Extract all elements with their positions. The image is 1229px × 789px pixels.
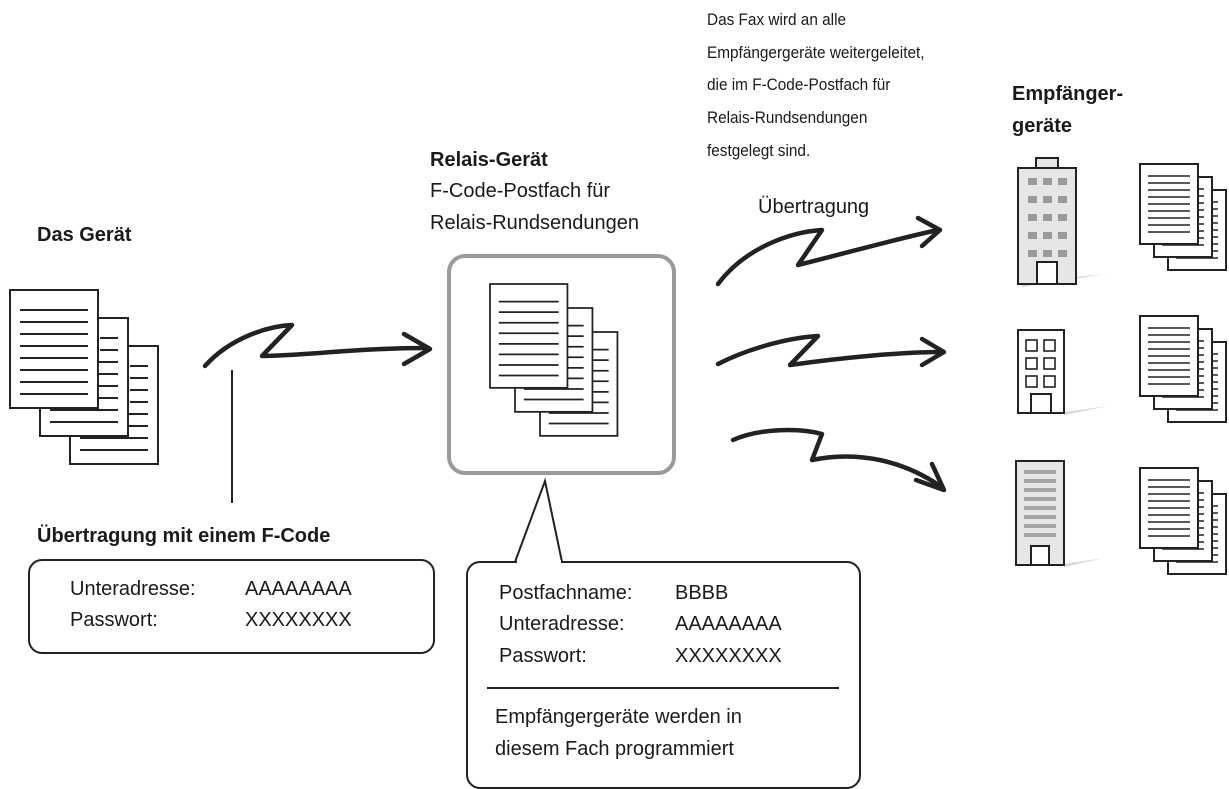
fcode-subaddress-value: AAAAAAAA bbox=[245, 578, 352, 600]
fcode-password-label: Passwort: bbox=[70, 609, 158, 631]
forward-note-line2: Empfängergeräte weitergeleitet, bbox=[707, 44, 925, 62]
fcode-callout-box bbox=[28, 559, 435, 654]
mailbox-password-value: XXXXXXXX bbox=[675, 645, 782, 667]
forward-note-line1: Das Fax wird an alle bbox=[707, 11, 847, 29]
transfer-label: Übertragung bbox=[758, 196, 870, 218]
sender-title: Das Gerät bbox=[37, 224, 132, 246]
forward-arrow-bottom-icon bbox=[730, 427, 947, 493]
fcode-subaddress-label: Unteradresse: bbox=[70, 578, 196, 600]
building-icon bbox=[1015, 460, 1104, 567]
recipients-title-line1: Empfänger- bbox=[1012, 83, 1124, 105]
relay-subtitle-line1: F-Code-Postfach für bbox=[430, 180, 611, 202]
mailbox-subaddress-label: Unteradresse: bbox=[499, 613, 625, 635]
forward-note-line3: die im F-Code-Postfach für bbox=[707, 76, 891, 94]
forward-arrow-top-icon bbox=[715, 215, 943, 287]
forward-note-line5: festgelegt sind. bbox=[707, 142, 811, 160]
forward-arrow-middle-icon bbox=[715, 333, 947, 368]
mailbox-callout-box bbox=[466, 561, 861, 789]
relay-subtitle-line2: Relais-Rundsendungen bbox=[430, 212, 640, 234]
mailbox-name-value: BBBB bbox=[675, 582, 729, 604]
callout-tail-mask bbox=[517, 560, 561, 564]
mailbox-note-line1: Empfängergeräte werden in bbox=[495, 706, 742, 728]
mailbox-password-label: Passwort: bbox=[499, 645, 587, 667]
building-icon bbox=[1017, 329, 1108, 415]
fcode-transfer-title: Übertragung mit einem F-Code bbox=[37, 525, 331, 547]
relay-document-stack-icon bbox=[489, 283, 619, 437]
callout-tail bbox=[514, 477, 563, 563]
mailbox-subaddress-value: AAAAAAAA bbox=[675, 613, 782, 635]
building-icon bbox=[1017, 157, 1105, 287]
mailbox-divider bbox=[487, 687, 839, 689]
sender-document-stack-icon bbox=[9, 289, 159, 465]
transmission-arrow-icon bbox=[202, 322, 433, 369]
mailbox-note-line2: diesem Fach programmiert bbox=[495, 738, 734, 760]
relay-title: Relais-Gerät bbox=[430, 149, 548, 171]
fcode-password-value: XXXXXXXX bbox=[245, 609, 352, 631]
recipient-document-stack-icon bbox=[1140, 468, 1226, 574]
recipient-document-stack-icon bbox=[1140, 164, 1226, 270]
forward-note-line4: Relais-Rundsendungen bbox=[707, 109, 868, 127]
mailbox-name-label: Postfachname: bbox=[499, 582, 633, 604]
recipient-document-stack-icon bbox=[1140, 316, 1226, 422]
recipients-title-line2: geräte bbox=[1012, 115, 1073, 137]
